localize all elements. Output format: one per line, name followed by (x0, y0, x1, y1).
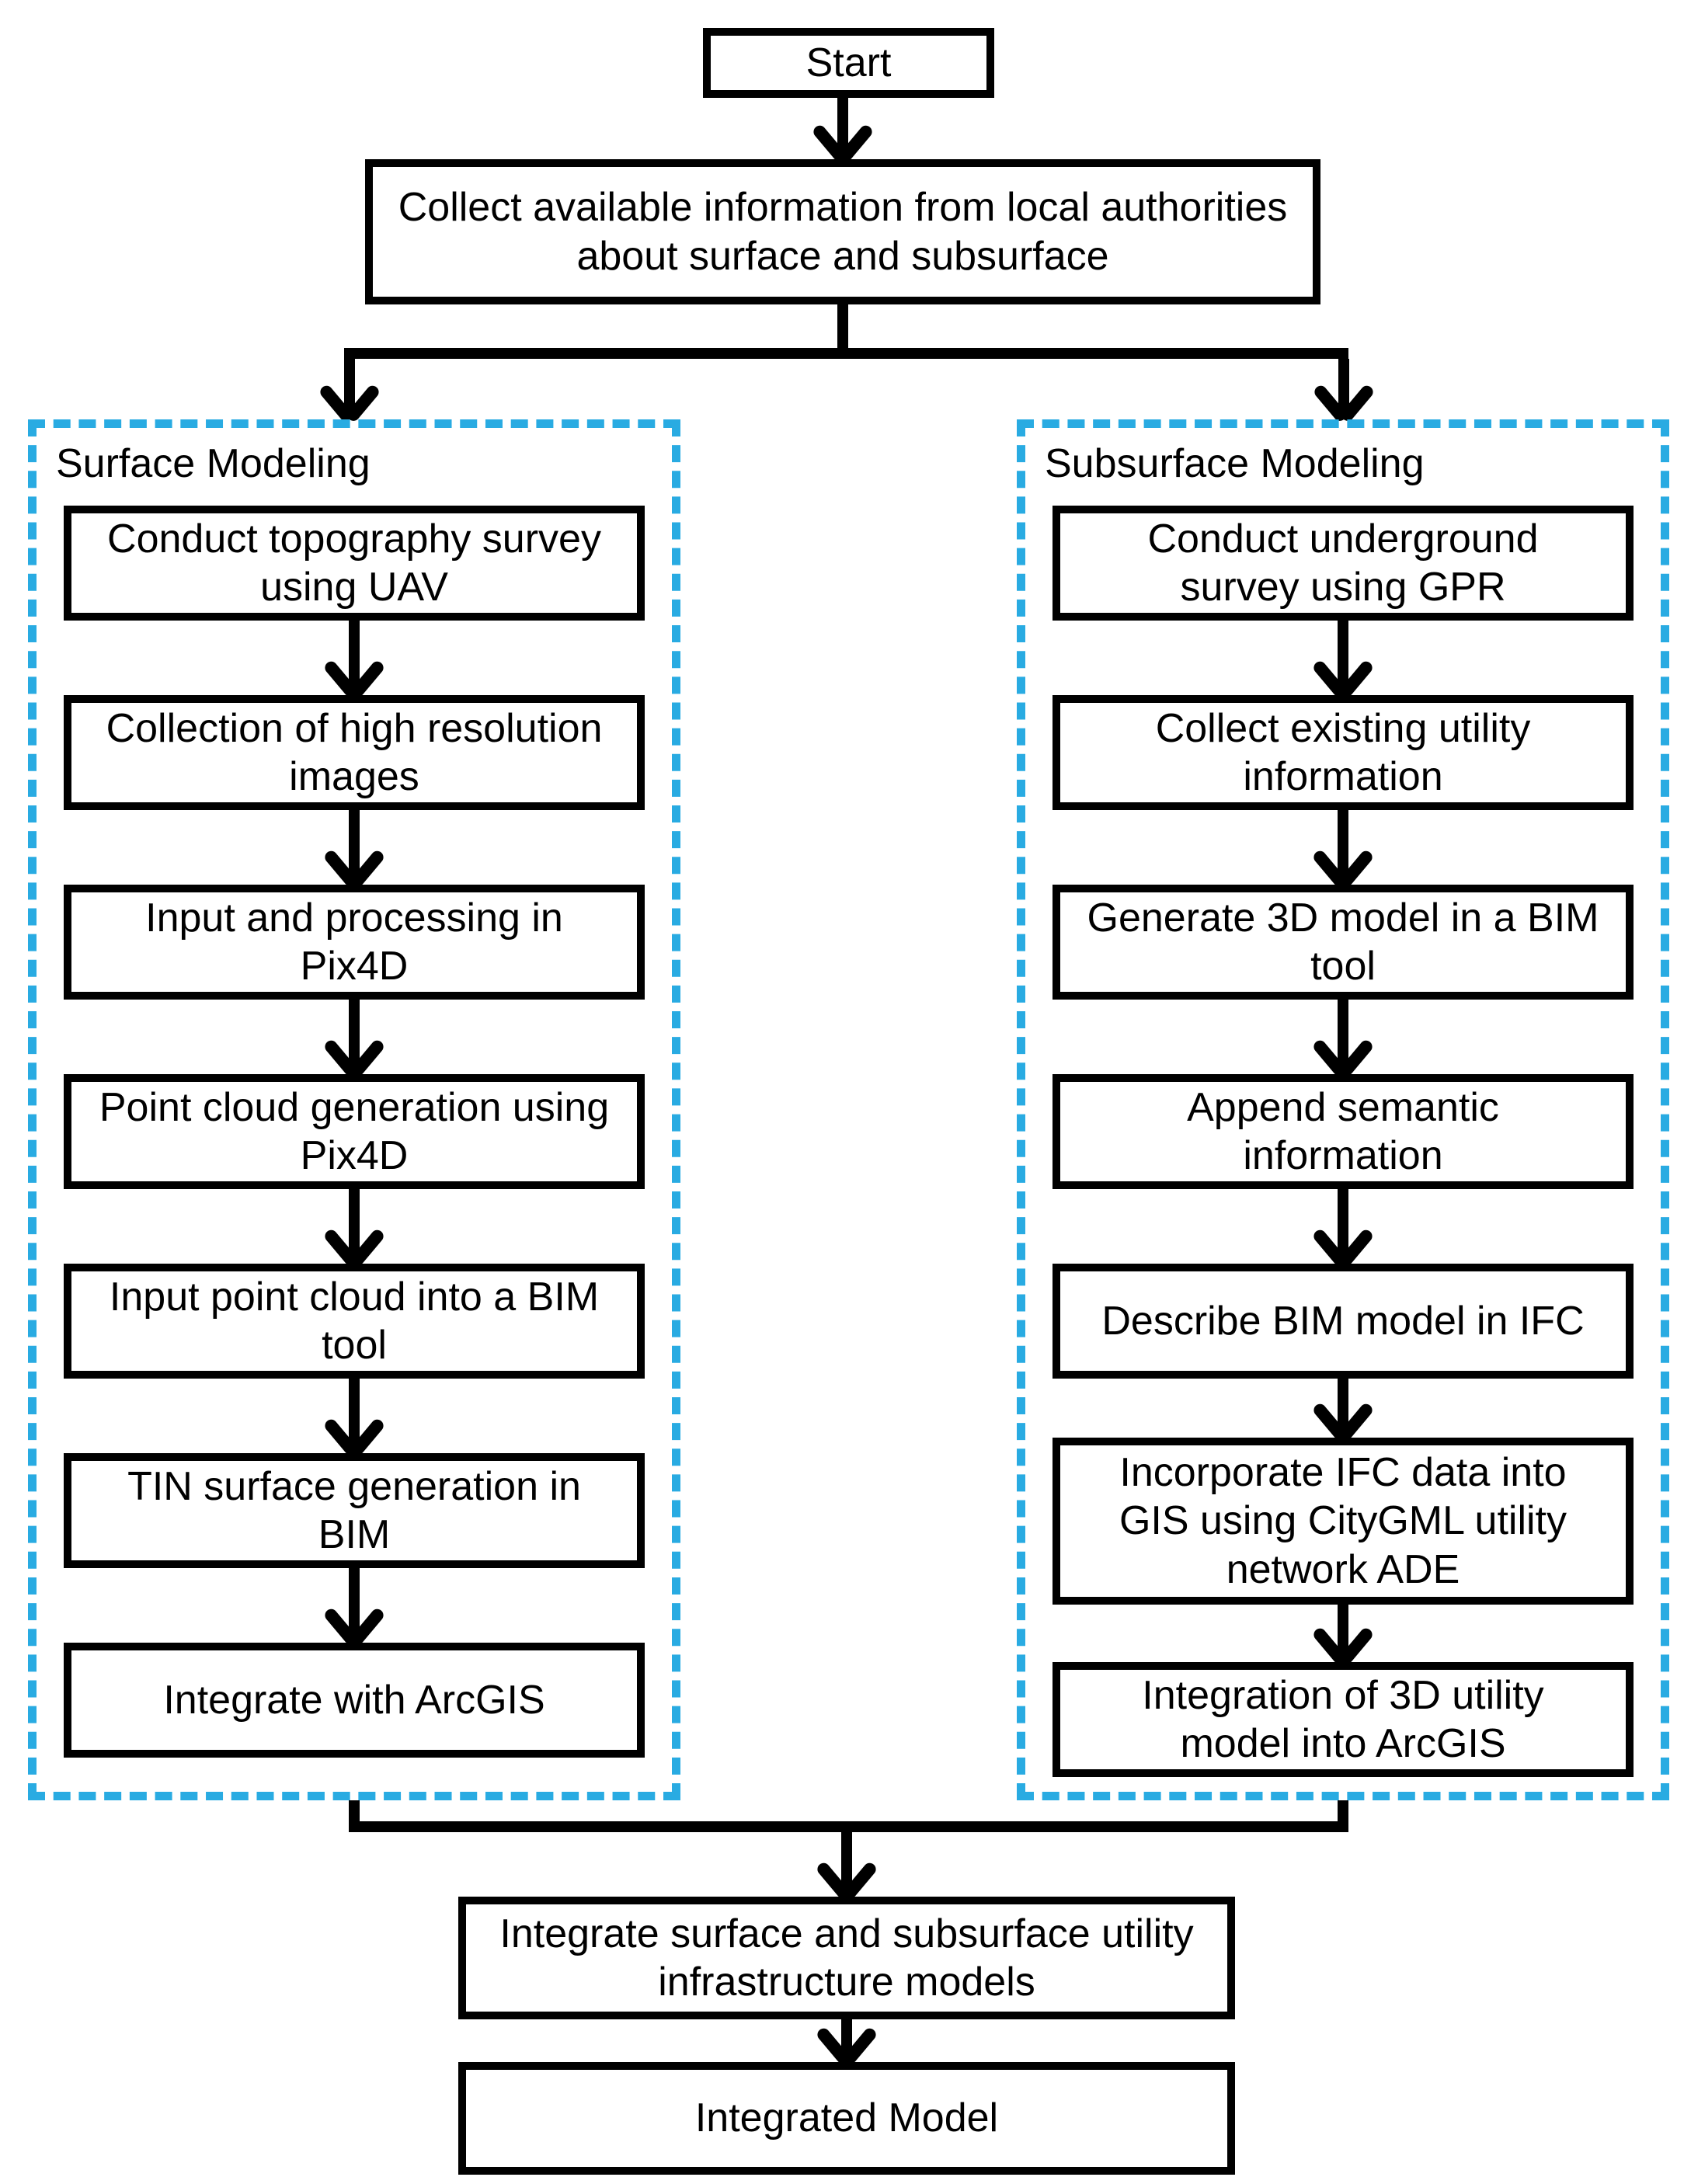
subsurface-step-6: Incorporate IFC data into GIS using City… (1052, 1438, 1634, 1605)
surface-section-title: Surface Modeling (56, 441, 371, 486)
arrow-surface-5-6 (308, 1379, 401, 1458)
arrow-subsurface-1-2 (1296, 621, 1390, 700)
start-node: Start (703, 28, 994, 98)
surface-step-6: TIN surface generation in BIM (64, 1453, 645, 1568)
arrow-split-to-surface (303, 359, 396, 424)
subsurface-step-4-label: Append semantic information (1187, 1084, 1499, 1178)
surface-step-1: Conduct topography survey using UAV (64, 506, 645, 621)
surface-step-1-label: Conduct topography survey using UAV (107, 516, 601, 610)
arrow-stem (1338, 1379, 1348, 1438)
arrow-surface-3-4 (308, 1000, 401, 1079)
arrow-stem (1338, 621, 1348, 695)
surface-step-2: Collection of high resolution images (64, 695, 645, 810)
arrow-subsurface-3-4 (1296, 1000, 1390, 1079)
arrow-split-to-subsurface (1297, 359, 1390, 424)
subsurface-step-1: Conduct underground survey using GPR (1052, 506, 1634, 621)
subsurface-step-4: Append semantic information (1052, 1074, 1634, 1189)
arrow-stem (841, 1832, 852, 1897)
arrow-stem (349, 1000, 360, 1074)
arrow-subsurface-5-6 (1296, 1379, 1390, 1442)
arrow-subsurface-6-7 (1296, 1605, 1390, 1667)
arrow-integrate-to-result (800, 2019, 893, 2067)
subsurface-step-3-label: Generate 3D model in a BIM tool (1087, 895, 1599, 989)
subsurface-section (1017, 419, 1669, 1800)
subsurface-step-3: Generate 3D model in a BIM tool (1052, 885, 1634, 1000)
subsurface-step-7: Integration of 3D utility model into Arc… (1052, 1662, 1634, 1777)
surface-step-4-label: Point cloud generation using Pix4D (99, 1084, 610, 1178)
surface-step-5-label: Input point cloud into a BIM tool (109, 1274, 600, 1368)
start-node-label: Start (805, 40, 892, 85)
arrow-surface-4-5 (308, 1189, 401, 1268)
subsurface-step-1-label: Conduct underground survey using GPR (1147, 516, 1539, 610)
arrow-stem (349, 810, 360, 885)
subsurface-section-title: Subsurface Modeling (1045, 441, 1425, 486)
subsurface-step-2-label: Collect existing utility information (1155, 705, 1531, 799)
arrow-surface-1-2 (308, 621, 401, 700)
connector-split-bar (344, 348, 1348, 359)
arrow-stem (837, 98, 848, 159)
integrate-node-label: Integrate surface and subsurface utility… (499, 1911, 1194, 2005)
integrate-node: Integrate surface and subsurface utility… (458, 1897, 1235, 2019)
result-node: Integrated Model (458, 2062, 1235, 2175)
subsurface-step-2: Collect existing utility information (1052, 695, 1634, 810)
subsurface-step-5: Describe BIM model in IFC (1052, 1264, 1634, 1379)
connector-split-stem (837, 304, 848, 359)
surface-step-3: Input and processing in Pix4D (64, 885, 645, 1000)
surface-step-3-label: Input and processing in Pix4D (145, 895, 563, 989)
arrow-merge-to-integrate (800, 1832, 893, 1901)
arrow-stem (344, 359, 355, 419)
subsurface-step-5-label: Describe BIM model in IFC (1101, 1298, 1585, 1344)
arrow-start-to-collect (796, 98, 889, 164)
surface-step-6-label: TIN surface generation in BIM (127, 1463, 581, 1557)
surface-step-2-label: Collection of high resolution images (106, 705, 603, 799)
arrow-subsurface-4-5 (1296, 1189, 1390, 1268)
surface-step-5: Input point cloud into a BIM tool (64, 1264, 645, 1379)
arrow-surface-6-7 (308, 1568, 401, 1647)
arrow-surface-2-3 (308, 810, 401, 889)
subsurface-step-7-label: Integration of 3D utility model into Arc… (1142, 1672, 1544, 1766)
arrow-stem (349, 1379, 360, 1453)
surface-section (28, 419, 680, 1800)
arrow-stem (1338, 1000, 1348, 1074)
arrow-stem (1338, 810, 1348, 885)
arrow-stem (1338, 359, 1349, 419)
surface-step-4: Point cloud generation using Pix4D (64, 1074, 645, 1189)
subsurface-step-6-label: Incorporate IFC data into GIS using City… (1119, 1449, 1567, 1592)
collect-node: Collect available information from local… (365, 159, 1320, 304)
arrow-subsurface-2-3 (1296, 810, 1390, 889)
arrow-stem (349, 1189, 360, 1264)
result-node-label: Integrated Model (694, 2095, 999, 2141)
collect-node-label: Collect available information from local… (398, 185, 1288, 279)
arrow-stem (349, 621, 360, 695)
surface-step-7-label: Integrate with ArcGIS (163, 1677, 545, 1723)
arrow-stem (1338, 1189, 1348, 1264)
connector-merge-bar (349, 1821, 1348, 1832)
surface-step-7: Integrate with ArcGIS (64, 1643, 645, 1758)
arrow-stem (349, 1568, 360, 1643)
